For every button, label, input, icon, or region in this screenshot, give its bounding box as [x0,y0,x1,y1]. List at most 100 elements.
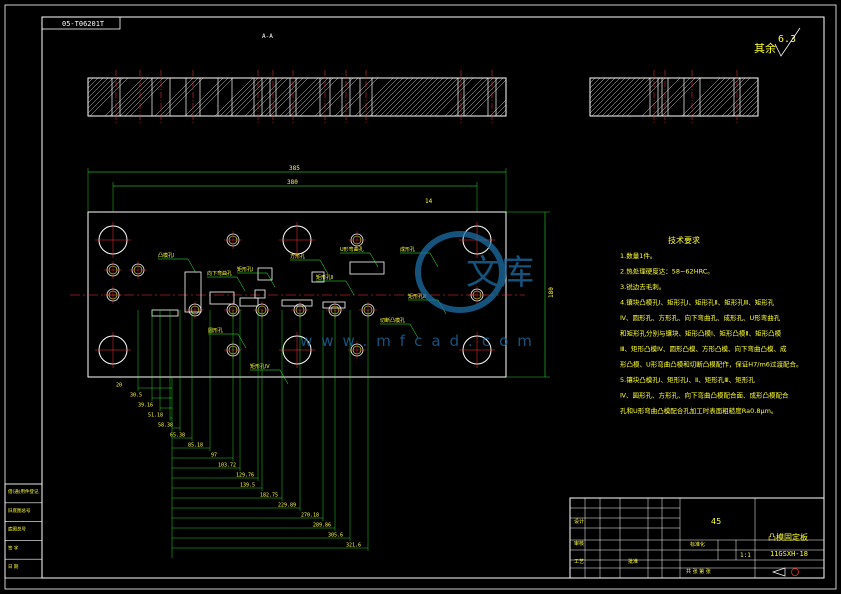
hatch-line [464,77,504,117]
callout-label: 矩形孔Ⅰ [237,266,253,273]
hatch-line [726,84,759,117]
hatch-line [404,77,444,117]
baseline-value: 182.75 [260,493,278,499]
hatch-line [589,77,601,89]
callout-leader [187,258,197,274]
side-view [589,70,759,124]
left-block-label: 旧底图总号 [8,507,31,514]
hatch-line [124,77,164,117]
callout-label: 矩形孔Ⅱ [316,274,333,281]
tech-requirements-title: 技术要求 [668,235,700,245]
hatch-line [359,77,399,117]
hatch-line [409,77,449,117]
baseline-value: 97 [211,453,217,459]
hatch-line [696,77,736,117]
tech-requirement-line: 和矩形孔分别与镶块、矩形凸模Ⅰ、矩形凸模Ⅱ、矩形凸模 [620,329,782,338]
hatch-line [589,77,606,94]
roughness-value: 6.3 [778,34,796,45]
side-hatch [589,77,759,117]
left-block-label: 日 期 [8,564,19,570]
callout-label: 圆形孔 [208,327,223,334]
hatch-line [454,77,494,117]
watermark-logo-icon [415,231,505,313]
hatch-line [691,77,731,117]
hatch-line [489,99,507,117]
hatch-line [626,77,666,117]
hatch-line [109,77,149,117]
hatch-line [589,77,621,109]
hatch-line [504,114,507,117]
hatch-line [87,77,114,104]
craft: 工艺 [574,559,584,565]
hatch-line [87,77,104,94]
dim-overall-width: 385 [289,165,300,172]
tech-requirement-line: 孔和U形弯曲凸模配合孔加工时表面粗糙度Ra0.8μm。 [620,406,777,415]
callout-leader [266,272,276,288]
hatch-line [394,77,434,117]
material: 45 [711,517,721,526]
callout-leader [236,276,246,292]
tech-requirement-line: 3.锐边去毛刺。 [620,282,665,291]
hatch-line [591,77,631,117]
tech-requirement-line: 5.镶块凸模孔Ⅰ、矩形孔Ⅰ、Ⅱ、矩形孔Ⅲ、矩形孔 [620,375,755,384]
dim-height: 180 [548,287,555,298]
insert-slot [257,267,273,281]
hatch-line [284,77,324,117]
plan-view: 凸模孔Ⅰ向下弯曲孔矩形孔Ⅰ方形孔矩形孔ⅡU形弯曲孔成形孔矩形孔Ⅲ圆形孔矩形孔Ⅳ切… [70,211,525,385]
scale: 1:1 [740,552,751,559]
baseline-value: 58.38 [158,423,173,429]
hatch-line [459,77,499,117]
hatch-line [641,77,681,117]
hatch-line [104,77,144,117]
section-view-main [87,70,507,124]
hatch-line [414,77,454,117]
dim-top-ref: 14 [425,198,433,205]
outer-frame [4,4,837,590]
insert-slot [281,299,313,307]
callout-leader [345,280,355,296]
hatch-line [259,77,299,117]
hatch-line [681,77,721,117]
baseline-value: 129.76 [236,473,254,479]
hatch-line [364,77,404,117]
baseline-value: 85.18 [188,443,203,449]
hatch-line [314,77,354,117]
callout-leaders: 凸模孔Ⅰ向下弯曲孔矩形孔Ⅰ方形孔矩形孔ⅡU形弯曲孔成形孔矩形孔Ⅲ圆形孔矩形孔Ⅳ切… [158,246,447,385]
projection-cone-icon [771,567,786,577]
guide-pin-holes [95,222,495,368]
dim-width-2: 380 [287,179,298,186]
hatch-line [741,99,759,117]
hatch-line [449,77,489,117]
hatch-line [374,77,414,117]
approve: 批准 [628,558,638,565]
hatch-line [159,77,199,117]
hatch-line [746,104,759,117]
hatch-line [244,77,284,117]
hatch-line [499,109,507,117]
hatch-line [656,77,696,117]
title-block: 45 凸模固定板 11GSXH-18 1:1 标准化 设计 审核 工艺 批准 共… [569,497,825,579]
hatch-line [589,77,616,104]
baseline-value: 305.6 [328,533,343,539]
baseline-value: 51.18 [148,413,163,419]
hatch-line [589,77,626,114]
hatch-line [399,77,439,117]
hatch-line [589,77,596,84]
hatch-line [87,77,119,109]
hatch-line [434,77,474,117]
baseline-value: 30.5 [130,393,142,399]
hatch-line [194,77,234,117]
hatch-line [129,77,169,117]
callout-label: 矩形孔Ⅲ [408,293,426,300]
hatch-line [621,77,661,117]
hatch-line [389,77,429,117]
tech-requirement-line: 2.热处理硬度达：58~62HRC。 [620,267,714,276]
left-block-label: 签 字 [8,544,19,551]
tech-requirement-line: Ⅲ、矩形凸模Ⅳ、圆形凸模、方形凸模、向下弯曲凸模、成 [620,344,787,353]
hatch-line [87,77,124,114]
hatch-line [89,77,129,117]
section-hole-lines [111,70,497,124]
left-block-label: 借(通)用件登记 [8,488,39,495]
tech-requirement-line: 1.数量1件。 [620,251,656,260]
hatch-line [224,77,264,117]
